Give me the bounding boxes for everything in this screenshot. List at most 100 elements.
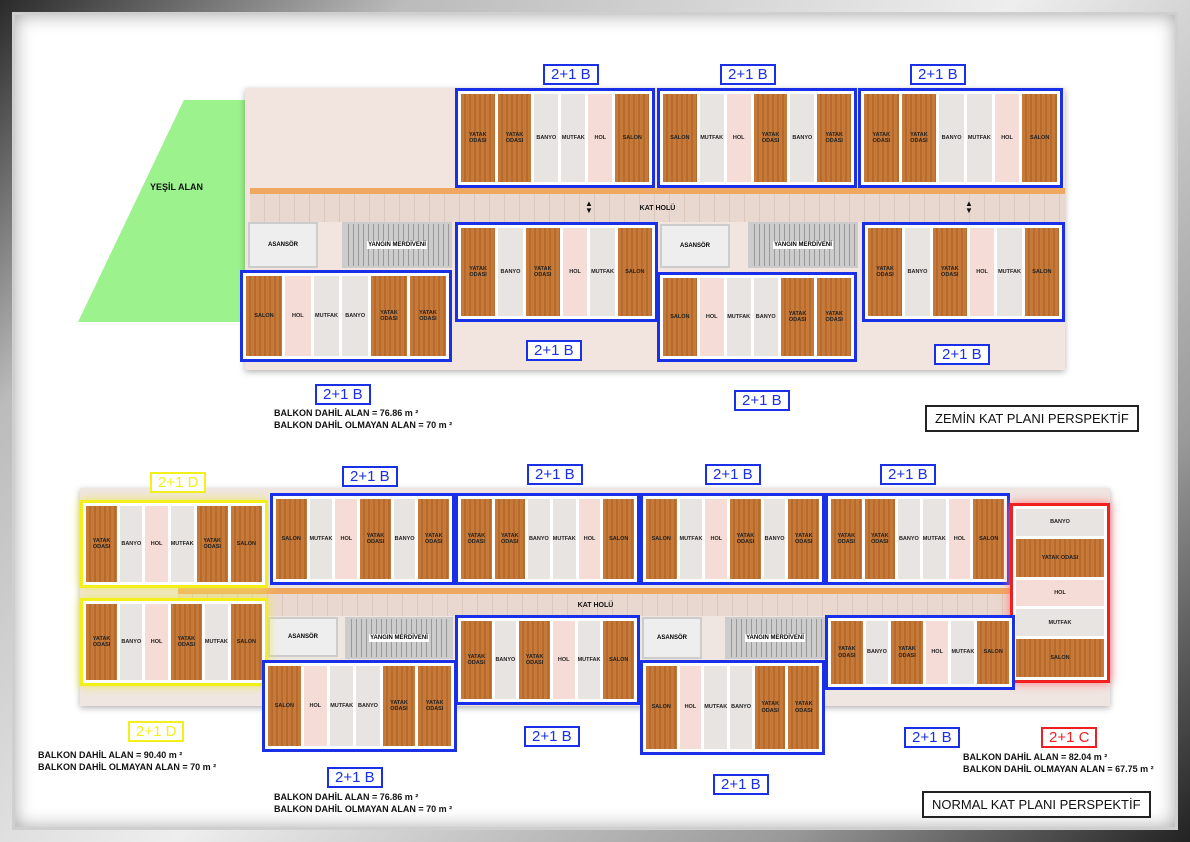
area-without-balcony: BALKON DAHİL OLMAYAN ALAN = 70 m ²: [274, 420, 453, 430]
unit-type-tag: 2+1 B: [527, 464, 583, 485]
room-label: MUTFAK: [966, 94, 992, 182]
room-label: YATAK ODASI: [901, 94, 937, 182]
room-label: YATAK ODASI: [730, 499, 761, 579]
room-label: HOL: [303, 666, 327, 746]
room-label: MUTFAK: [552, 499, 576, 579]
ground-corridor: KAT HOLÜ: [250, 188, 1065, 222]
room-label: YATAK ODASI: [1016, 538, 1104, 577]
area-without-balcony: BALKON DAHİL OLMAYAN ALAN = 67.75 m ²: [963, 764, 1154, 774]
room-label: HOL: [284, 276, 311, 356]
room-label: BANYO: [939, 94, 964, 182]
room-label: MUTFAK: [704, 666, 728, 749]
room-label: YATAK ODASI: [461, 94, 495, 182]
room-label: YATAK ODASI: [864, 94, 899, 182]
elevator-2: ASANSÖR: [642, 617, 702, 659]
unit-type-tag: 2+1 B: [342, 466, 398, 487]
room-label: HOL: [994, 94, 1020, 182]
room-label: BANYO: [790, 94, 815, 182]
room-label: YATAK ODASI: [525, 228, 560, 316]
room-label: BANYO: [1016, 509, 1104, 536]
area-with-balcony: BALKON DAHİL ALAN = 82.04 m ²: [963, 752, 1108, 762]
room-label: YATAK ODASI: [382, 666, 416, 746]
room-label: SALON: [1016, 639, 1104, 677]
room-label: SALON: [276, 499, 307, 579]
room-label: BANYO: [498, 228, 523, 316]
room-label: YATAK ODASI: [196, 506, 228, 582]
room-label: HOL: [948, 499, 971, 579]
elevator-label: ASANSÖR: [267, 242, 298, 248]
room-label: SALON: [973, 499, 1004, 579]
room-label: SALON: [663, 278, 697, 356]
room-label: YATAK ODASI: [753, 94, 788, 182]
room-label: MUTFAK: [561, 94, 586, 182]
room-label: YATAK ODASI: [891, 621, 923, 684]
room-label: SALON: [663, 94, 697, 182]
room-label: SALON: [230, 506, 262, 582]
room-label: MUTFAK: [170, 506, 194, 582]
green-area-label: YEŞİL ALAN: [150, 182, 204, 192]
ground-plan-title: ZEMİN KAT PLANI PERSPEKTİF: [925, 405, 1139, 432]
fire-stairs: YANGIN MERDİVENİ: [342, 222, 452, 268]
unit-type-tag: 2+1 B: [526, 340, 582, 361]
unit-type-tag: 2+1 B: [934, 344, 990, 365]
unit-type-tag: 2+1 B: [713, 774, 769, 795]
room-label: BANYO: [342, 276, 369, 356]
room-label: BANYO: [494, 621, 517, 699]
room-label: SALON: [646, 666, 677, 749]
room-label: HOL: [925, 621, 949, 684]
room-label: YATAK ODASI: [788, 666, 819, 749]
fire-stairs: YANGIN MERDİVENİ: [345, 617, 453, 659]
room-label: YATAK ODASI: [497, 94, 532, 182]
room-label: YATAK ODASI: [494, 499, 525, 579]
room-label: MUTFAK: [726, 278, 751, 356]
room-label: YATAK ODASI: [86, 506, 118, 582]
room-label: BANYO: [120, 604, 143, 680]
room-label: BANYO: [763, 499, 786, 579]
room-label: SALON: [268, 666, 301, 746]
unit-type-tag: 2+1 B: [880, 464, 936, 485]
room-label: MUTFAK: [1016, 609, 1104, 637]
room-label: SALON: [1024, 228, 1059, 316]
room-label: BANYO: [753, 278, 778, 356]
unit-type-tag: 2+1 C: [1041, 727, 1098, 748]
elevator: ASANSÖR: [268, 617, 338, 657]
room-label: YATAK ODASI: [519, 621, 550, 699]
room-label: BANYO: [898, 499, 920, 579]
unit-type-tag: 2+1 B: [720, 64, 776, 85]
room-label: BANYO: [528, 499, 550, 579]
room-label: YATAK ODASI: [864, 499, 895, 579]
room-label: HOL: [1016, 579, 1104, 607]
room-label: YATAK ODASI: [932, 228, 967, 316]
area-with-balcony: BALKON DAHİL ALAN = 90.40 m ²: [38, 750, 183, 760]
room-label: YATAK ODASI: [831, 499, 862, 579]
arrows-icon: ▲▼: [585, 199, 593, 215]
room-label: YATAK ODASI: [831, 621, 863, 684]
c-area-note: BALKON DAHİL ALAN = 82.04 m ² BALKON DAHİ…: [963, 751, 1154, 775]
room-label: YATAK ODASI: [461, 228, 496, 316]
elevator: ASANSÖR: [248, 222, 318, 268]
room-label: SALON: [230, 604, 262, 680]
room-label: MUTFAK: [922, 499, 946, 579]
unit-type-tag: 2+1 B: [543, 64, 599, 85]
room-label: YATAK ODASI: [780, 278, 815, 356]
fire-stairs-2: YANGIN MERDİVENİ: [725, 617, 825, 659]
room-label: HOL: [679, 666, 702, 749]
room-label: SALON: [603, 621, 634, 699]
room-label: BANYO: [356, 666, 380, 746]
arrows-icon: ▲▼: [965, 199, 973, 215]
room-label: BANYO: [865, 621, 889, 684]
unit-type-tag: 2+1 B: [327, 767, 383, 788]
elevator-label: ASANSÖR: [287, 634, 318, 640]
room-label: HOL: [552, 621, 575, 699]
